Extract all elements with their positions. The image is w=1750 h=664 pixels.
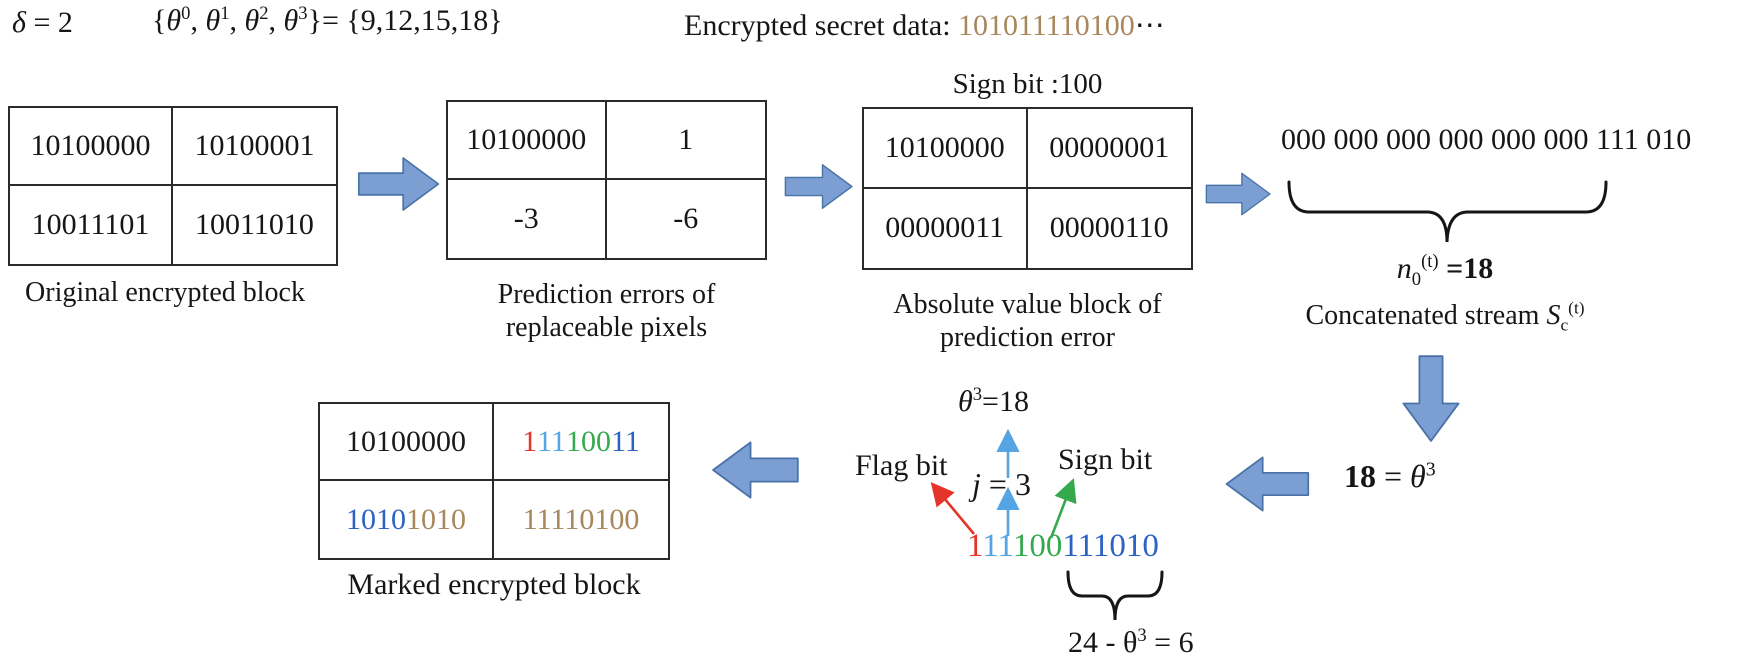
underbrace [1287, 180, 1608, 243]
original-block-caption: Original encrypted block [25, 277, 305, 308]
threshold-equation: 18 = θ3 [1344, 458, 1436, 494]
table-cell: -6 [673, 202, 699, 235]
table-cell: 10100000 [864, 109, 1028, 189]
arrow-right-icon [357, 157, 440, 211]
arrow-left-icon [712, 441, 799, 499]
concatenated-stream-caption: Concatenated stream Sc(t) [1305, 298, 1585, 335]
delta-parameter: δ = 2 [12, 6, 73, 39]
prediction-errors-table: 10100000 1 -3 -6 [446, 100, 767, 260]
n0-count-equation: n0(t) =18 [1396, 251, 1494, 290]
underbrace-small [1066, 570, 1164, 621]
caption-line: replaceable pixels [505, 312, 708, 343]
capacity-equation: 24 - θ3 = 6 [1068, 625, 1194, 659]
table-cell: 10100001 [173, 108, 336, 186]
theta-set-equation: {θ0, θ1, θ2, θ3}= {9,12,15,18} [152, 3, 503, 37]
marked-block-caption: Marked encrypted block [347, 568, 641, 601]
flag-bit-arrow-icon [930, 482, 975, 535]
table-cell: 10100000 [10, 108, 173, 186]
original-encrypted-block-table: 10100000 10100001 10011101 10011010 [8, 106, 338, 266]
caption-line: Absolute value block of [893, 289, 1162, 320]
absolute-value-block-table: 10100000 00000001 00000011 00000110 [862, 107, 1193, 270]
arrow-down-icon [1402, 355, 1460, 442]
encrypted-secret-data: Encrypted secret data: 101011110100⋯ [684, 9, 1165, 42]
table-cell: 10100000 [448, 102, 607, 180]
table-cell: 10100000 [320, 404, 494, 481]
table-cell: 1 [606, 102, 765, 180]
table-cell: 00000011 [864, 188, 1028, 268]
table-cell: 10011010 [195, 208, 314, 241]
table-cell: -3 [448, 180, 607, 258]
table-cell: 11110100 [522, 502, 640, 536]
absolute-block-caption: Absolute value block of prediction error [832, 288, 1223, 354]
theta3-equation: θ3=18 [958, 384, 1029, 418]
sign-bit-pointer-label: Sign bit [1058, 443, 1153, 476]
table-cell: 00000110 [1049, 211, 1169, 245]
sign-bit-arrow-icon [1049, 478, 1077, 539]
caption-line: Prediction errors of [497, 279, 716, 310]
table-cell: 00000001 [1027, 109, 1191, 189]
sign-bit-label: Sign bit :100 [952, 68, 1103, 100]
arrow-right-icon [1205, 172, 1271, 216]
table-cell: 10011101 [10, 186, 173, 264]
concatenated-stream-bits: 000 000 000 000 000 000 111 010 [1281, 123, 1692, 156]
caption-line: prediction error [940, 322, 1115, 353]
flag-bit-label: Flag bit [855, 449, 948, 482]
bit-pointer-arrows [930, 428, 1077, 539]
embedded-bit-string: 111100111010 [967, 528, 1159, 564]
arrow-left-icon [1225, 456, 1310, 512]
arrow-right-icon [784, 164, 853, 209]
prediction-block-caption: Prediction errors of replaceable pixels [446, 278, 767, 344]
